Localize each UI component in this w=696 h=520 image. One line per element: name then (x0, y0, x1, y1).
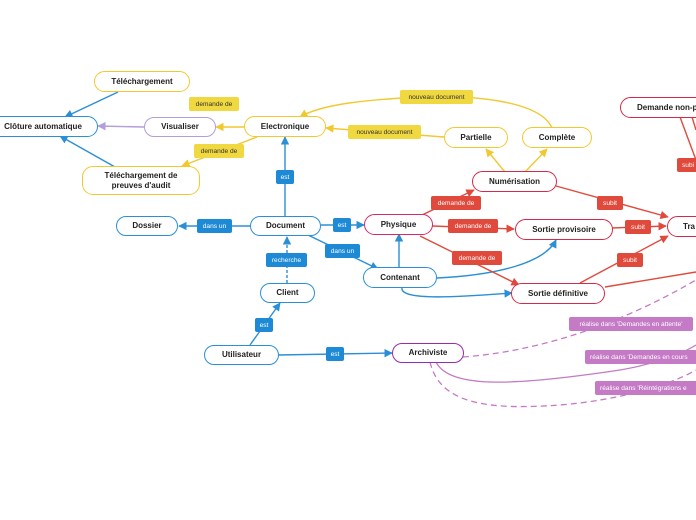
node-telechargement-preuves[interactable]: Téléchargement de preuves d'audit (82, 166, 200, 195)
node-utilisateur[interactable]: Utilisateur (204, 345, 279, 365)
label-est-client: est (255, 318, 273, 332)
label-subit-sortie-definitive: subit (617, 253, 643, 267)
node-partielle[interactable]: Partielle (444, 127, 508, 148)
label-recherche: recherche (266, 253, 307, 267)
edge-visualiser-cloture (97, 121, 145, 131)
edge-contenant-sortie-provisoire (436, 239, 557, 279)
node-archiviste[interactable]: Archiviste (392, 343, 464, 363)
node-telechargement[interactable]: Téléchargement (94, 71, 190, 92)
label-subit-sortie-provisoire: subit (625, 220, 651, 234)
label-demande-de-numerisation: demande de (431, 196, 481, 210)
node-physique[interactable]: Physique (364, 214, 433, 235)
label-nouveau-document-partielle: nouveau document (348, 125, 421, 139)
node-dossier[interactable]: Dossier (116, 216, 178, 236)
node-client[interactable]: Client (260, 283, 315, 303)
node-complete[interactable]: Complète (522, 127, 592, 148)
node-electronique[interactable]: Electronique (244, 116, 326, 137)
node-cloture-automatique[interactable]: Clôture automatique (0, 116, 98, 137)
label-dans-un-dossier: dans un (197, 219, 232, 233)
label-est-electronique: est (276, 170, 294, 184)
edge-sortie-definitive-right (604, 271, 696, 288)
label-demande-de-preuves: demande de (194, 144, 244, 158)
edge-numerisation-complete (524, 148, 548, 173)
node-visualiser[interactable]: Visualiser (144, 117, 216, 137)
edge-demande-non-right (679, 116, 696, 161)
label-est-archiviste: est (326, 347, 344, 361)
edge-telechargement-cloture (64, 91, 119, 118)
node-document[interactable]: Document (250, 216, 321, 236)
label-demande-de-sortie-definitive: demande de (452, 251, 502, 265)
label-est-physique: est (333, 218, 351, 232)
label-subit-numerisation: subit (597, 196, 623, 210)
node-sortie-provisoire[interactable]: Sortie provisoire (515, 219, 613, 240)
label-dans-un-contenant: dans un (325, 244, 360, 258)
node-contenant[interactable]: Contenant (363, 267, 437, 288)
label-reintegrations: réalise dans 'Réintégrations e (595, 381, 696, 395)
label-demande-de-sortie-provisoire: demande de (448, 219, 498, 233)
node-demande-non[interactable]: Demande non-p (620, 97, 696, 118)
edge-archiviste-attente (462, 279, 696, 358)
label-demandes-en-cours: réalise dans 'Demandes en cours (585, 350, 696, 364)
label-demande-de-telechargement: demande de (189, 97, 239, 111)
edge-demande-non-right-2 (691, 116, 696, 131)
node-sortie-definitive[interactable]: Sortie définitive (511, 283, 605, 304)
edge-contenant-sortie-definitive (401, 287, 513, 298)
label-nouveau-document-top: nouveau document (400, 90, 473, 104)
node-tra[interactable]: Tra (667, 216, 696, 237)
label-demandes-en-attente: réalise dans 'Demandes en attente' (569, 317, 693, 331)
node-numerisation[interactable]: Numérisation (472, 171, 557, 192)
label-subit-right: subi (677, 158, 696, 172)
edge-numerisation-partielle (485, 148, 506, 173)
edge-preuves-cloture (59, 135, 116, 168)
